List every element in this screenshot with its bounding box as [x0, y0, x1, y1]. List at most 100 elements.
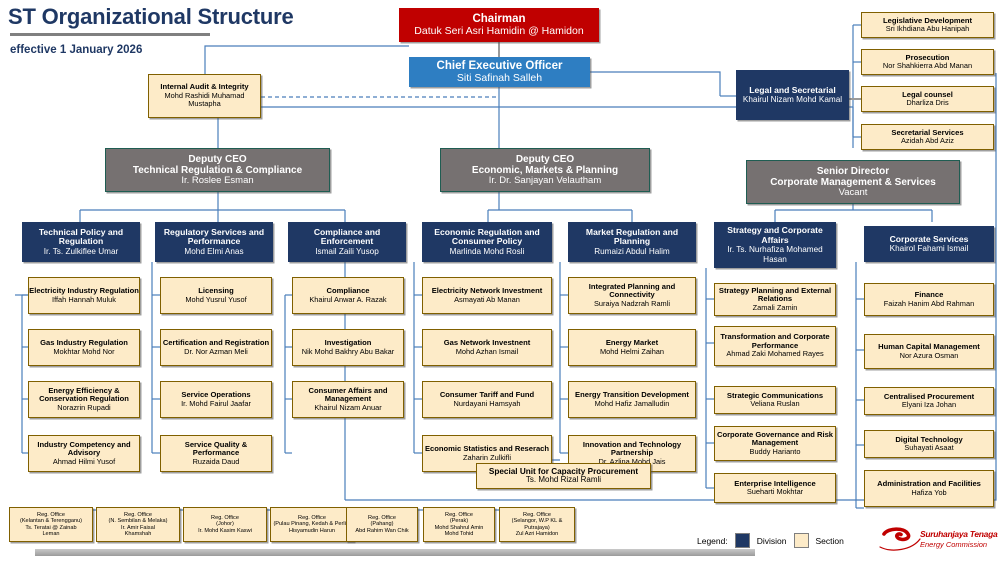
node-section[interactable]: Energy Transition Development Mohd Hafiz…: [568, 381, 696, 418]
node-section[interactable]: Electricity Industry Regulation Iffah Ha…: [28, 277, 140, 314]
node-section[interactable]: Service Quality & Performance Ruzaida Da…: [160, 435, 272, 472]
legend: Legend: Division Section: [697, 533, 844, 548]
node-section[interactable]: Consumer Tariff and Fund Nurdayani Hamsy…: [422, 381, 552, 418]
node-section[interactable]: Strategy Planning and External Relations…: [714, 283, 836, 316]
chairman-name: Datuk Seri Asri Hamidin @ Hamidon: [414, 24, 584, 37]
node-division-corporate-services[interactable]: Corporate Services Khairol Fahami Ismail: [864, 226, 994, 262]
node-prosecution[interactable]: Prosecution Nor Shahkierra Abd Manan: [861, 49, 994, 75]
section-title: Secretarial Services: [891, 127, 964, 137]
node-section[interactable]: Licensing Mohd Yusrul Yusof: [160, 277, 272, 314]
node-section[interactable]: Digital Technology Suhayati Asaat: [864, 430, 994, 458]
node-regional-office[interactable]: Reg. Office (Johor) Ir. Mohd Kasim Kaswi: [183, 507, 267, 542]
node-internal-audit-integrity[interactable]: Internal Audit & Integrity Mohd Rashidi …: [148, 74, 261, 118]
node-division-market-regulation[interactable]: Market Regulation and Planning Rumaizi A…: [568, 222, 696, 262]
node-section[interactable]: Finance Faizah Hanim Abd Rahman: [864, 283, 994, 316]
reg-office-label: Reg. Office: [445, 512, 473, 518]
node-legal-and-secretarial[interactable]: Legal and Secretarial Khairul Nizam Mohd…: [736, 70, 849, 120]
node-regional-office[interactable]: Reg. Office (Perak) Mohd Shahrul Amin Mo…: [423, 507, 495, 542]
reg-office-name: Mohd Shahrul Amin: [434, 524, 484, 531]
section-title: Electricity Network Investment: [431, 286, 543, 296]
reg-office-label: Reg. Office: [37, 512, 65, 518]
section-title: Licensing: [198, 286, 234, 296]
section-name: Nor Azura Osman: [899, 350, 959, 360]
division-title: Technical Policy and Regulation: [38, 226, 124, 247]
deputy-scope: Technical Regulation & Compliance: [132, 164, 303, 176]
deputy-name: Ir. Roslee Esman: [181, 174, 254, 186]
node-section[interactable]: Transformation and Corporate Performance…: [714, 326, 836, 366]
section-title: Electricity Industry Regulation: [29, 286, 139, 296]
node-section[interactable]: Administration and Facilities Hafiza Yob: [864, 470, 994, 507]
node-deputy-ceo-technical[interactable]: Deputy CEO Technical Regulation & Compli…: [105, 148, 330, 192]
section-name: Buddy Harianto: [749, 446, 801, 456]
node-legislative-development[interactable]: Legislative Development Sri Ikhdiana Abu…: [861, 12, 994, 38]
node-deputy-ceo-economic[interactable]: Deputy CEO Economic, Markets & Planning …: [440, 148, 650, 192]
section-name: Nik Mohd Bakhry Abu Bakar: [301, 346, 395, 356]
section-title: Industry Competency and Advisory: [37, 439, 131, 458]
node-section[interactable]: Energy Market Mohd Helmi Zaihan: [568, 329, 696, 366]
node-section[interactable]: Compliance Khairul Anwar A. Razak: [292, 277, 404, 314]
node-regional-office[interactable]: Reg. Office (N. Sembilan & Melaka) Ir. A…: [96, 507, 180, 542]
node-regional-office[interactable]: Reg. Office (Pulau Pinang, Kedah & Perli…: [270, 507, 354, 542]
node-section[interactable]: Centralised Procurement Elyani Iza Johan: [864, 387, 994, 415]
node-section[interactable]: Industry Competency and Advisory Ahmad H…: [28, 435, 140, 472]
node-chief-executive-officer[interactable]: Chief Executive Officer Siti Safinah Sal…: [409, 57, 590, 87]
deputy-title: Deputy CEO: [515, 153, 575, 165]
node-section[interactable]: Energy Efficiency & Conservation Regulat…: [28, 381, 140, 418]
special-unit-title: Special Unit for Capacity Procurement: [488, 466, 639, 476]
division-head: Marlinda Mohd Rosli: [449, 247, 525, 257]
section-name: Ruzaida Daud: [192, 456, 240, 466]
section-title: Innovation and Technology Partnership: [582, 439, 682, 458]
reg-office-label: Reg. Office: [368, 515, 396, 522]
node-section[interactable]: Human Capital Management Nor Azura Osman: [864, 334, 994, 369]
node-regional-office[interactable]: Reg. Office (Selangor, W.P KL & Putrajay…: [499, 507, 575, 542]
page-subtitle: effective 1 January 2026: [10, 44, 143, 56]
node-chairman[interactable]: Chairman Datuk Seri Asri Hamidin @ Hamid…: [399, 8, 599, 42]
node-section[interactable]: Enterprise Intelligence Sueharti Mokhtar: [714, 473, 836, 503]
node-section[interactable]: Service Operations Ir. Mohd Fairul Jaafa…: [160, 381, 272, 418]
section-title: Strategic Communications: [726, 390, 824, 400]
node-division-economic-regulation[interactable]: Economic Regulation and Consumer Policy …: [422, 222, 552, 262]
node-section[interactable]: Integrated Planning and Connectivity Sur…: [568, 277, 696, 314]
reg-office-label: Reg. Office: [298, 515, 326, 522]
section-title: Digital Technology: [895, 434, 963, 444]
node-secretarial-services[interactable]: Secretarial Services Azidah Abd Aziz: [861, 124, 994, 150]
node-section[interactable]: Investigation Nik Mohd Bakhry Abu Bakar: [292, 329, 404, 366]
node-division-strategy-corporate-affairs[interactable]: Strategy and Corporate Affairs Ir. Ts. N…: [714, 222, 836, 268]
division-title: Compliance and Enforcement: [313, 226, 381, 247]
section-name: Sueharti Mokhtar: [746, 487, 804, 497]
node-regional-office[interactable]: Reg. Office (Kelantan & Terengganu) Ts. …: [9, 507, 93, 542]
node-senior-director-corporate[interactable]: Senior Director Corporate Management & S…: [746, 160, 960, 204]
legend-division-label: Division: [756, 535, 787, 546]
division-head: Ir. Ts. Zulkiflee Umar: [43, 247, 119, 257]
node-section[interactable]: Strategic Communications Veliana Ruslan: [714, 386, 836, 414]
section-title: Integrated Planning and Connectivity: [588, 281, 676, 300]
node-section[interactable]: Certification and Registration Dr. Nor A…: [160, 329, 272, 366]
node-section[interactable]: Corporate Governance and Risk Management…: [714, 426, 836, 461]
section-title: Gas Network Investnent: [443, 338, 531, 348]
node-section[interactable]: Consumer Affairs and Management Khairul …: [292, 381, 404, 418]
division-head: Ir. Ts. Nurhafiza Mohamed Hasan: [727, 245, 823, 264]
section-title: Legal counsel: [902, 89, 953, 99]
node-section[interactable]: Electricity Network Investment Asmayati …: [422, 277, 552, 314]
deputy-title: Senior Director: [816, 165, 890, 177]
section-title: Administration and Facilities: [877, 479, 981, 489]
node-division-technical-policy[interactable]: Technical Policy and Regulation Ir. Ts. …: [22, 222, 140, 262]
section-name: Sri Ikhdiana Abu Hanipah: [885, 24, 970, 34]
node-regional-office[interactable]: Reg. Office (Pahang) Abd Rahim Wan Chik: [346, 507, 418, 542]
section-name: Nurdayani Hamsyah: [453, 398, 521, 408]
section-title: Economic Statistics and Reserach: [424, 444, 550, 454]
division-head: Khairol Fahami Ismail: [889, 244, 969, 254]
node-special-unit-capacity-procurement[interactable]: Special Unit for Capacity Procurement Ts…: [476, 463, 651, 489]
node-division-compliance-enforcement[interactable]: Compliance and Enforcement Ismail Zaili …: [288, 222, 406, 262]
node-section[interactable]: Gas Network Investnent Mohd Azhan Ismail: [422, 329, 552, 366]
section-name: Asmayati Ab Manan: [454, 294, 520, 304]
node-legal-counsel[interactable]: Legal counsel Dharliza Dris: [861, 86, 994, 112]
deputy-name: Vacant: [838, 186, 868, 198]
title-divider: [10, 33, 210, 36]
node-section[interactable]: Gas Industry Regulation Mokhtar Mohd Nor: [28, 329, 140, 366]
node-division-regulatory-services[interactable]: Regulatory Services and Performance Mohd…: [155, 222, 273, 262]
section-title: Gas Industry Regulation: [40, 338, 128, 348]
section-name: Zamali Zamin: [752, 302, 798, 312]
section-name: Ahmad Hilmi Yusof: [52, 456, 116, 466]
